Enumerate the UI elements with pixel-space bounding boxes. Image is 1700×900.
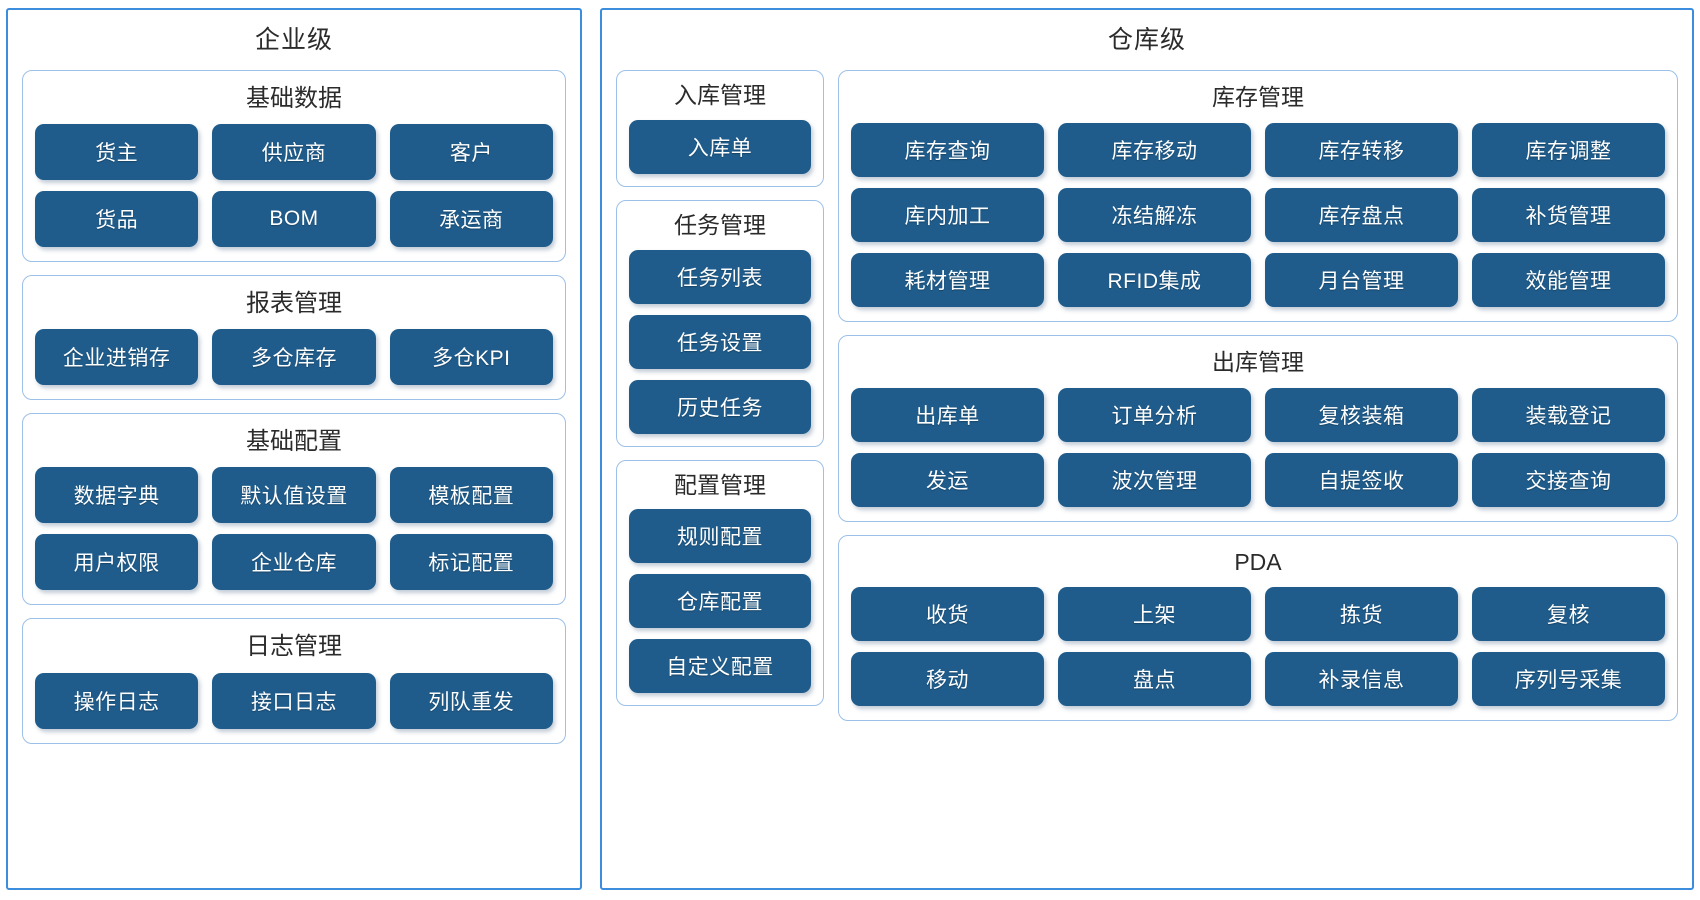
module-tile[interactable]: 序列号采集 bbox=[1472, 652, 1665, 707]
module-tile[interactable]: 供应商 bbox=[212, 123, 376, 180]
warehouse-left-column: 入库管理入库单任务管理任务列表任务设置历史任务配置管理规则配置仓库配置自定义配置 bbox=[616, 69, 824, 874]
module-tile[interactable]: 历史任务 bbox=[629, 379, 811, 434]
panel-enterprise-title: 企业级 bbox=[254, 26, 333, 54]
module-tile[interactable]: 出库单 bbox=[851, 387, 1044, 442]
warehouse-right-column: 库存管理库存查询库存移动库存转移库存调整库内加工冻结解冻库存盘点补货管理耗材管理… bbox=[838, 69, 1678, 874]
module-tile[interactable]: 复核装箱 bbox=[1265, 387, 1458, 442]
group-title: 配置管理 bbox=[674, 471, 766, 498]
group-box: PDA 收货上架拣货复核移动盘点补录信息序列号采集 bbox=[838, 534, 1678, 722]
module-tile[interactable]: 盘点 bbox=[1058, 652, 1251, 707]
module-tile[interactable]: 企业仓库 bbox=[212, 534, 376, 591]
module-tile[interactable]: 库存转移 bbox=[1265, 122, 1458, 177]
module-tile[interactable]: 库存移动 bbox=[1058, 122, 1251, 177]
module-tile[interactable]: 规则配置 bbox=[629, 509, 811, 564]
group-box: 任务管理任务列表任务设置历史任务 bbox=[616, 199, 824, 447]
module-tile[interactable]: 模板配置 bbox=[389, 467, 553, 524]
module-tile[interactable]: 补货管理 bbox=[1472, 187, 1665, 242]
module-tile[interactable]: 标记配置 bbox=[389, 534, 553, 591]
group-title: 日志管理 bbox=[246, 633, 342, 661]
module-tile[interactable]: 数据字典 bbox=[35, 467, 199, 524]
module-tile[interactable]: 用户权限 bbox=[35, 534, 199, 591]
module-tile[interactable]: 自提签收 bbox=[1265, 452, 1458, 507]
module-tile[interactable]: 库存查询 bbox=[851, 122, 1044, 177]
tile-grid: 入库单 bbox=[629, 119, 811, 174]
module-tile[interactable]: 装载登记 bbox=[1472, 387, 1665, 442]
module-tile[interactable]: 任务列表 bbox=[629, 249, 811, 304]
module-tile[interactable]: 承运商 bbox=[389, 190, 553, 247]
group-title: 出库管理 bbox=[1212, 348, 1304, 375]
module-tile[interactable]: 多仓KPI bbox=[389, 329, 553, 386]
group-box: 入库管理入库单 bbox=[616, 69, 824, 187]
group-box: 日志管理操作日志接口日志列队重发 bbox=[22, 618, 566, 744]
module-tile[interactable]: 库存调整 bbox=[1472, 122, 1665, 177]
group-box: 出库管理出库单订单分析复核装箱装载登记发运波次管理自提签收交接查询 bbox=[838, 334, 1678, 522]
module-tile[interactable]: 拣货 bbox=[1265, 587, 1458, 642]
tile-grid: 库存查询库存移动库存转移库存调整库内加工冻结解冻库存盘点补货管理耗材管理 RFID… bbox=[851, 122, 1665, 307]
module-tile[interactable]: 复核 bbox=[1472, 587, 1665, 642]
module-tile[interactable]: 企业进销存 bbox=[35, 329, 199, 386]
group-box: 基础配置数据字典默认值设置模板配置用户权限企业仓库标记配置 bbox=[22, 413, 566, 606]
module-tile[interactable]: 发运 bbox=[851, 452, 1044, 507]
tile-grid: 出库单订单分析复核装箱装载登记发运波次管理自提签收交接查询 bbox=[851, 387, 1665, 507]
module-tile[interactable]: 效能管理 bbox=[1472, 252, 1665, 307]
module-tile[interactable]: 货品 bbox=[35, 190, 199, 247]
group-box: 配置管理规则配置仓库配置自定义配置 bbox=[616, 459, 824, 707]
tile-grid: 收货上架拣货复核移动盘点补录信息序列号采集 bbox=[851, 587, 1665, 707]
tile-grid: 数据字典默认值设置模板配置用户权限企业仓库标记配置 bbox=[35, 467, 553, 591]
module-tile[interactable]: 波次管理 bbox=[1058, 452, 1251, 507]
module-tile[interactable]: 多仓库存 bbox=[212, 329, 376, 386]
group-title: 基础配置 bbox=[246, 428, 342, 456]
module-tile[interactable]: 上架 bbox=[1058, 587, 1251, 642]
module-tile[interactable]: 客户 bbox=[389, 123, 553, 180]
tile-grid: 企业进销存多仓库存多仓KPI bbox=[35, 329, 553, 386]
tile-grid: 操作日志接口日志列队重发 bbox=[35, 672, 553, 729]
module-tile[interactable]: 操作日志 bbox=[35, 672, 199, 729]
group-title: 报表管理 bbox=[246, 289, 342, 317]
module-tile[interactable]: 入库单 bbox=[629, 119, 811, 174]
module-tile[interactable]: 耗材管理 bbox=[851, 252, 1044, 307]
tile-grid: 规则配置仓库配置自定义配置 bbox=[629, 509, 811, 694]
module-tile[interactable]: 自定义配置 bbox=[629, 639, 811, 694]
module-tile[interactable]: 仓库配置 bbox=[629, 574, 811, 629]
module-tile[interactable]: 库存盘点 bbox=[1265, 187, 1458, 242]
module-tile[interactable]: 补录信息 bbox=[1265, 652, 1458, 707]
group-title: PDA bbox=[1234, 548, 1282, 575]
panel-warehouse-title: 仓库级 bbox=[1107, 26, 1186, 54]
module-tile[interactable]: 库内加工 bbox=[851, 187, 1044, 242]
group-box: 库存管理库存查询库存移动库存转移库存调整库内加工冻结解冻库存盘点补货管理耗材管理… bbox=[838, 69, 1678, 322]
group-title: 库存管理 bbox=[1212, 83, 1304, 110]
group-box: 报表管理企业进销存多仓库存多仓KPI bbox=[22, 274, 566, 401]
module-tile[interactable]: 默认值设置 bbox=[212, 467, 376, 524]
module-tile[interactable]: 任务设置 bbox=[629, 314, 811, 369]
module-tile[interactable]: 货主 bbox=[35, 123, 199, 180]
warehouse-body: 入库管理入库单任务管理任务列表任务设置历史任务配置管理规则配置仓库配置自定义配置… bbox=[616, 69, 1678, 874]
panel-warehouse-level: 仓库级 入库管理入库单任务管理任务列表任务设置历史任务配置管理规则配置仓库配置自… bbox=[600, 8, 1694, 890]
tile-grid: 任务列表任务设置历史任务 bbox=[629, 249, 811, 434]
module-tile[interactable]: 订单分析 bbox=[1058, 387, 1251, 442]
group-title: 入库管理 bbox=[674, 81, 766, 108]
module-tile[interactable]: 列队重发 bbox=[389, 672, 553, 729]
module-tile[interactable]: 接口日志 bbox=[212, 672, 376, 729]
module-tile[interactable]: BOM bbox=[212, 190, 376, 247]
module-tile[interactable]: 月台管理 bbox=[1265, 252, 1458, 307]
group-title: 任务管理 bbox=[674, 211, 766, 238]
module-tile[interactable]: 冻结解冻 bbox=[1058, 187, 1251, 242]
module-tile[interactable]: 收货 bbox=[851, 587, 1044, 642]
module-tile[interactable]: RFID集成 bbox=[1058, 252, 1251, 307]
group-title: 基础数据 bbox=[246, 84, 342, 112]
module-tile[interactable]: 移动 bbox=[851, 652, 1044, 707]
module-tile[interactable]: 交接查询 bbox=[1472, 452, 1665, 507]
